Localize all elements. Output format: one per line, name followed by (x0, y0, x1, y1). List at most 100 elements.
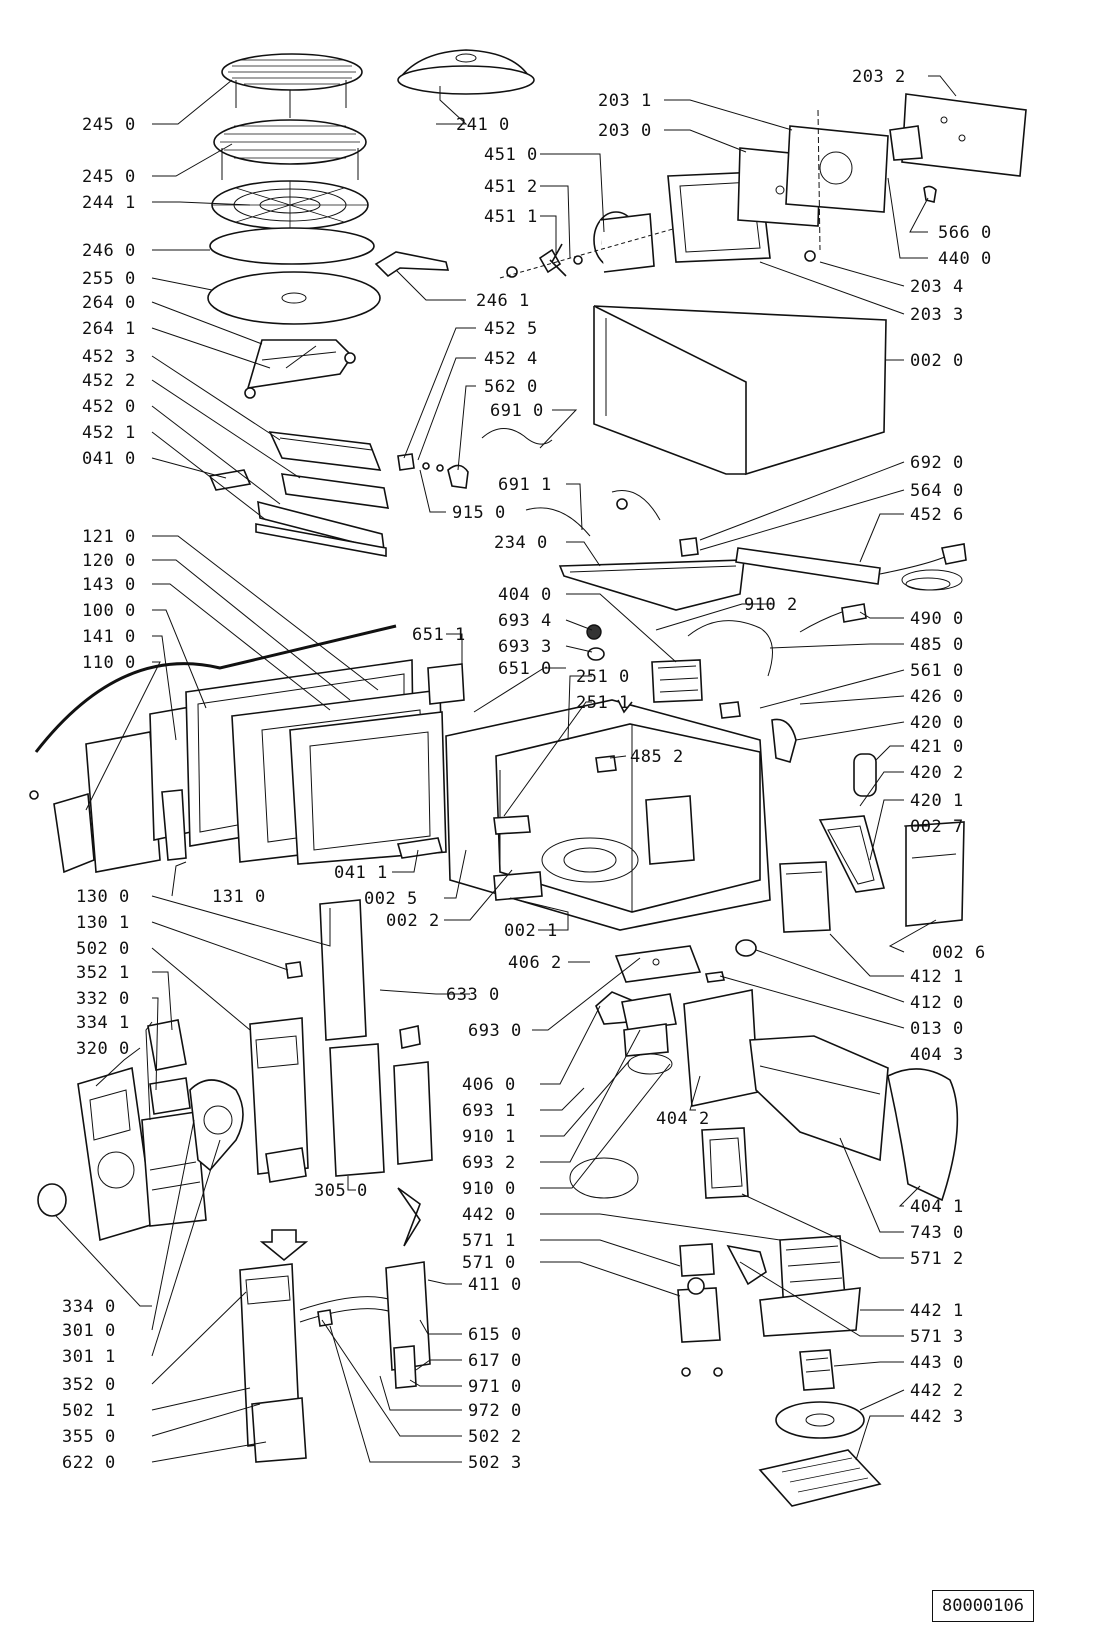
part-label: 013 0 (910, 1019, 964, 1039)
fan-duct-group (569, 939, 959, 1202)
part-label: 002 5 (364, 889, 418, 909)
part-label: 692 0 (910, 453, 964, 473)
part-label: 234 0 (494, 533, 548, 553)
part-label: 420 2 (910, 763, 964, 783)
outer-casing (593, 305, 887, 476)
door-assembly (29, 624, 465, 874)
part-label: 693 0 (468, 1021, 522, 1041)
part-label: 452 5 (484, 319, 538, 339)
capacitor-group (818, 753, 965, 927)
document-number-box: 80000106 (932, 1590, 1034, 1622)
part-label: 452 2 (82, 371, 136, 391)
part-label: 502 3 (468, 1453, 522, 1473)
part-label: 352 1 (76, 963, 130, 983)
wire-rack-upper (221, 53, 363, 118)
part-label: 203 3 (910, 305, 964, 325)
part-label: 002 2 (386, 911, 440, 931)
part-label: 404 2 (656, 1109, 710, 1129)
part-label: 490 0 (910, 609, 964, 629)
part-label: 971 0 (468, 1377, 522, 1397)
part-label: 615 0 (468, 1325, 522, 1345)
wiring-and-plate (481, 428, 745, 611)
part-label: 130 1 (76, 913, 130, 933)
wire-rack-lower (213, 119, 367, 180)
grill-heater-group (208, 431, 390, 557)
part-label: 241 0 (456, 115, 510, 135)
bracket-2461 (374, 251, 450, 278)
part-label: 420 0 (910, 713, 964, 733)
part-label: 571 0 (462, 1253, 516, 1273)
part-label: 421 0 (910, 737, 964, 757)
part-label: 406 2 (508, 953, 562, 973)
part-label: 910 2 (744, 595, 798, 615)
part-label: 693 4 (498, 611, 552, 631)
part-label: 451 0 (484, 145, 538, 165)
part-label: 041 1 (334, 863, 388, 883)
part-label: 305 0 (314, 1181, 368, 1201)
part-label: 651 0 (498, 659, 552, 679)
part-label: 502 0 (76, 939, 130, 959)
oven-cavity (445, 699, 831, 933)
part-label: 246 1 (476, 291, 530, 311)
part-label: 566 0 (938, 223, 992, 243)
part-label: 915 0 (452, 503, 506, 523)
crisp-plate (209, 227, 375, 265)
part-label: 264 0 (82, 293, 136, 313)
lower-control-board (239, 1261, 431, 1463)
part-label: 245 0 (82, 167, 136, 187)
part-label: 301 0 (62, 1321, 116, 1341)
part-label: 041 0 (82, 449, 136, 469)
small-fittings (397, 453, 469, 489)
part-label: 972 0 (468, 1401, 522, 1421)
part-label: 203 0 (598, 121, 652, 141)
part-label: 251 1 (576, 693, 630, 713)
part-label: 452 1 (82, 423, 136, 443)
part-label: 426 0 (910, 687, 964, 707)
part-label: 244 1 (82, 193, 136, 213)
part-label: 442 2 (910, 1381, 964, 1401)
part-label: 406 0 (462, 1075, 516, 1095)
part-label: 404 3 (910, 1045, 964, 1065)
part-label: 622 0 (62, 1453, 116, 1473)
part-label: 691 1 (498, 475, 552, 495)
part-label: 203 1 (598, 91, 652, 111)
part-label: 264 1 (82, 319, 136, 339)
part-label: 910 0 (462, 1179, 516, 1199)
part-label: 442 0 (462, 1205, 516, 1225)
roller-support (244, 339, 356, 399)
part-label: 485 0 (910, 635, 964, 655)
glass-turntable (207, 271, 381, 325)
part-label: 404 1 (910, 1197, 964, 1217)
part-label: 571 2 (910, 1249, 964, 1269)
part-label: 633 0 (446, 985, 500, 1005)
part-label: 002 1 (504, 921, 558, 941)
part-label: 245 0 (82, 115, 136, 135)
part-label: 002 7 (910, 817, 964, 837)
part-label: 301 1 (62, 1347, 116, 1367)
part-label: 121 0 (82, 527, 136, 547)
part-label: 404 0 (498, 585, 552, 605)
part-label: 251 0 (576, 667, 630, 687)
fan-assembly (499, 209, 741, 279)
part-label: 352 0 (62, 1375, 116, 1395)
part-label: 141 0 (82, 627, 136, 647)
part-label: 332 0 (76, 989, 130, 1009)
part-label: 203 2 (852, 67, 906, 87)
part-label: 561 0 (910, 661, 964, 681)
part-label: 320 0 (76, 1039, 130, 1059)
part-label: 131 0 (212, 887, 266, 907)
part-label: 910 1 (462, 1127, 516, 1147)
part-label: 617 0 (468, 1351, 522, 1371)
part-label: 442 3 (910, 1407, 964, 1427)
part-label: 693 3 (498, 637, 552, 657)
part-label: 451 2 (484, 177, 538, 197)
part-label: 693 1 (462, 1101, 516, 1121)
part-label: 110 0 (82, 653, 136, 673)
part-label: 443 0 (910, 1353, 964, 1373)
part-label: 120 0 (82, 551, 136, 571)
transformer-and-cable (586, 620, 797, 763)
part-label: 485 2 (630, 747, 684, 767)
part-label: 502 2 (468, 1427, 522, 1447)
